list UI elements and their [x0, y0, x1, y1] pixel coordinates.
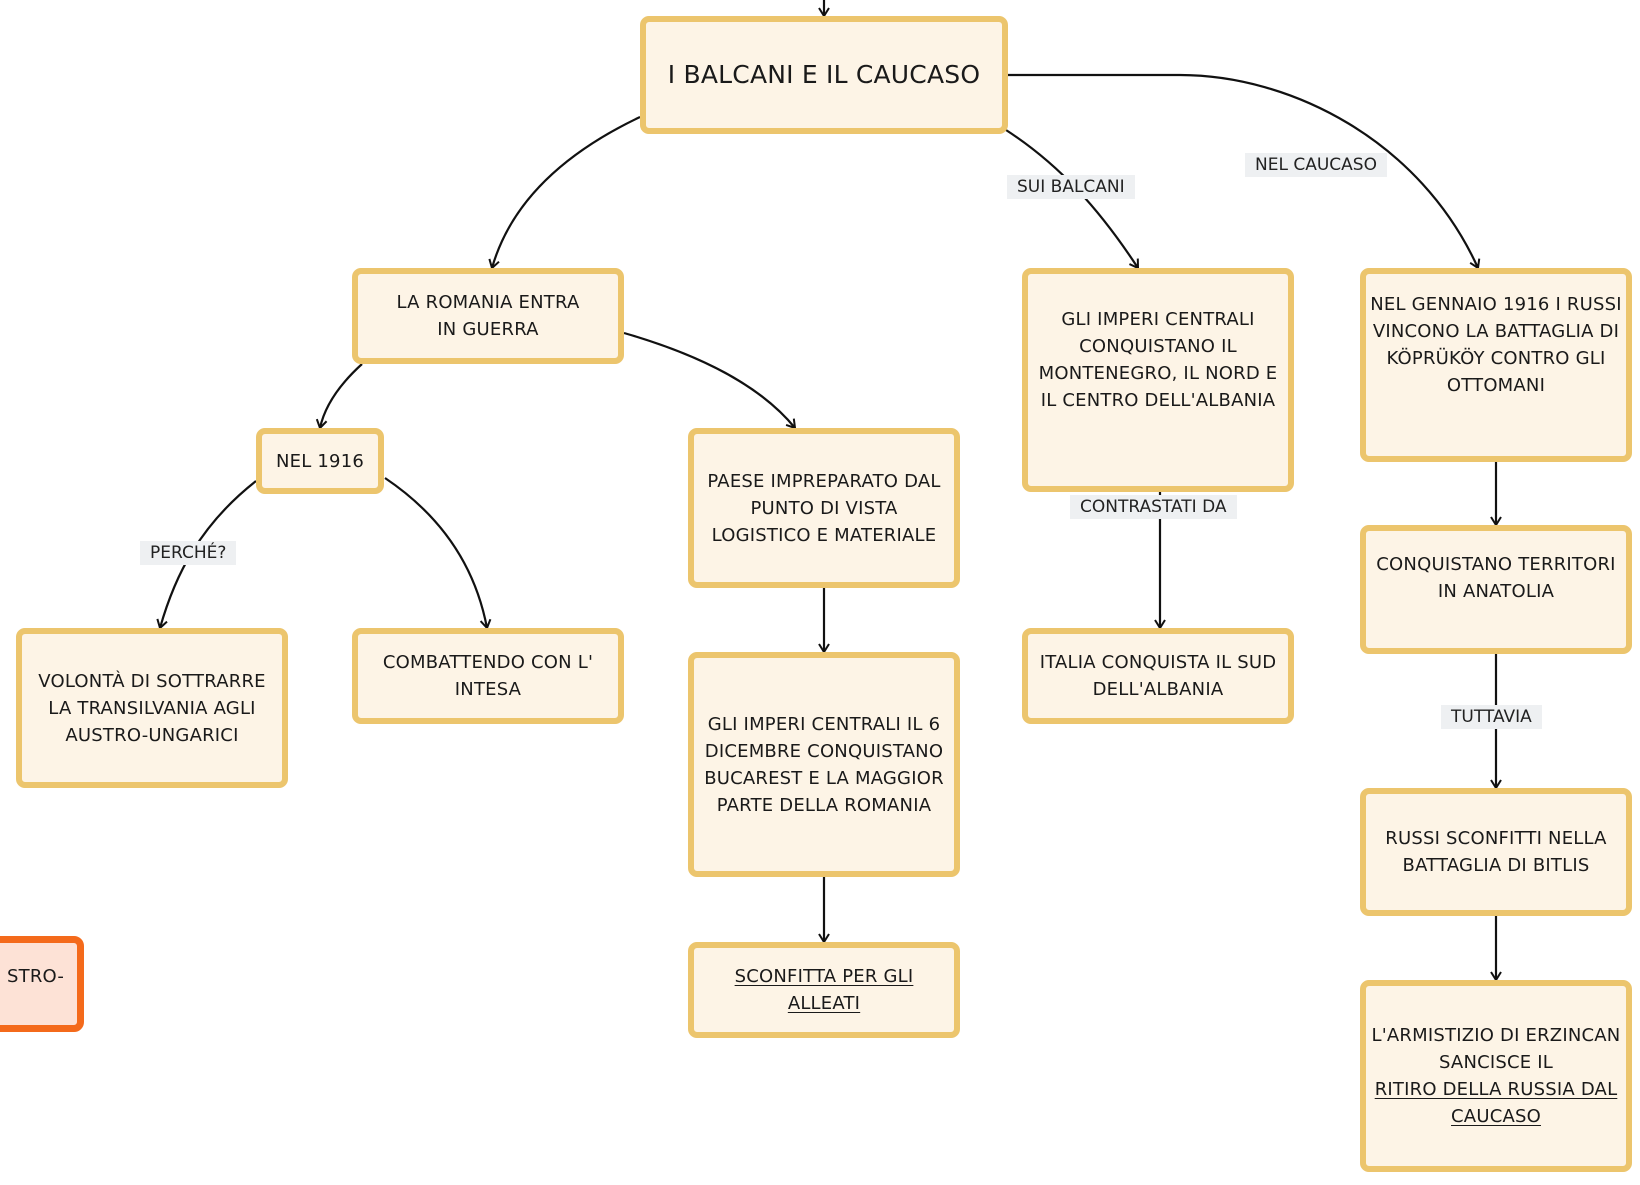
edge-root-imperi	[1005, 129, 1140, 270]
edge-label-nel-caucaso: NEL CAUCASO	[1245, 153, 1387, 177]
node-gennaio[interactable]: NEL GENNAIO 1916 I RUSSI VINCONO LA BATT…	[1360, 268, 1632, 462]
node-sconfitta-text: SCONFITTA PER GLI ALLEATI	[734, 966, 914, 1014]
node-nel1916-text: NEL 1916	[276, 450, 364, 472]
node-romania[interactable]: LA ROMANIA ENTRA IN GUERRA	[352, 268, 624, 364]
node-volonta-text: VOLONTÀ DI SOTTRARRE LA TRANSILVANIA AGL…	[38, 670, 266, 746]
node-armistizio-text: L'ARMISTIZIO DI ERZINCAN SANCISCE IL RIT…	[1368, 1022, 1624, 1130]
node-imperi[interactable]: GLI IMPERI CENTRALI CONQUISTANO IL MONTE…	[1022, 268, 1294, 492]
node-armistizio-line-a: L'ARMISTIZIO DI ERZINCAN SANCISCE IL	[1371, 1025, 1621, 1073]
node-anatolia-text: CONQUISTANO TERRITORI IN ANATOLIA	[1376, 553, 1616, 602]
node-imperi-text: GLI IMPERI CENTRALI CONQUISTANO IL MONTE…	[1038, 309, 1278, 411]
node-romania-text: LA ROMANIA ENTRA IN GUERRA	[396, 292, 580, 340]
node-italia-text: ITALIA CONQUISTA IL SUD DELL'ALBANIA	[1039, 652, 1277, 700]
edge-label-perche: PERCHÉ?	[140, 541, 237, 565]
edge-romania-paese	[623, 331, 797, 430]
edge-root-gennaio	[1008, 73, 1481, 270]
node-paese-text: PAESE IMPREPARATO DAL PUNTO DI VISTA LOG…	[707, 470, 941, 546]
edge-nel1916-combattendo	[384, 477, 492, 630]
node-partial-offscreen[interactable]: STRO-	[0, 936, 84, 1032]
node-sconfitta[interactable]: SCONFITTA PER GLI ALLEATI	[688, 942, 960, 1038]
node-root-text: I BALCANI E IL CAUCASO	[667, 60, 981, 89]
edge-romania-nel1916	[315, 363, 363, 430]
node-anatolia[interactable]: CONQUISTANO TERRITORI IN ANATOLIA	[1360, 525, 1632, 654]
edge-label-sui-balcani: SUI BALCANI	[1007, 175, 1135, 199]
node-armistizio[interactable]: L'ARMISTIZIO DI ERZINCAN SANCISCE IL RIT…	[1360, 980, 1632, 1172]
edge-label-contrastati: CONTRASTATI DA	[1070, 495, 1237, 519]
node-root[interactable]: I BALCANI E IL CAUCASO	[640, 16, 1008, 134]
node-combattendo[interactable]: COMBATTENDO CON L' INTESA	[352, 628, 624, 724]
edge-label-tuttavia: TUTTAVIA	[1441, 705, 1542, 729]
node-paese[interactable]: PAESE IMPREPARATO DAL PUNTO DI VISTA LOG…	[688, 428, 960, 588]
node-bitlis-text: RUSSI SCONFITTI NELLA BATTAGLIA DI BITLI…	[1385, 828, 1607, 876]
edge-root-romania	[488, 116, 641, 270]
node-nel1916[interactable]: NEL 1916	[256, 428, 384, 494]
node-bucarest[interactable]: GLI IMPERI CENTRALI IL 6 DICEMBRE CONQUI…	[688, 652, 960, 877]
node-volonta[interactable]: VOLONTÀ DI SOTTRARRE LA TRANSILVANIA AGL…	[16, 628, 288, 788]
node-bucarest-text: GLI IMPERI CENTRALI IL 6 DICEMBRE CONQUI…	[704, 713, 944, 816]
node-bitlis[interactable]: RUSSI SCONFITTI NELLA BATTAGLIA DI BITLI…	[1360, 788, 1632, 916]
node-partial-text: STRO-	[7, 966, 65, 987]
node-gennaio-text: NEL GENNAIO 1916 I RUSSI VINCONO LA BATT…	[1370, 294, 1622, 396]
node-combattendo-text: COMBATTENDO CON L' INTESA	[382, 652, 594, 700]
node-armistizio-line-b: RITIRO DELLA RUSSIA DAL CAUCASO	[1374, 1079, 1618, 1127]
node-italia[interactable]: ITALIA CONQUISTA IL SUD DELL'ALBANIA	[1022, 628, 1294, 724]
